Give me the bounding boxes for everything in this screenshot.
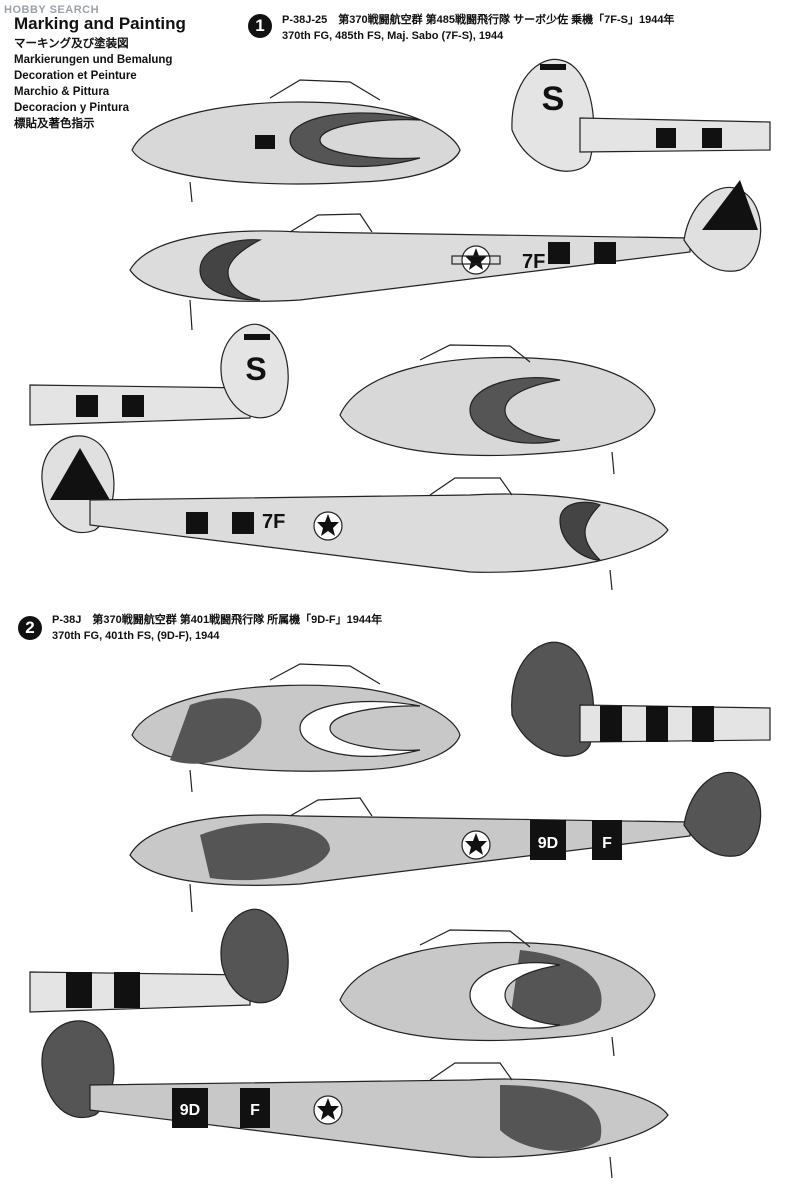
tail-code-s: S (542, 80, 565, 118)
scheme-1-side-view: 7F (129, 180, 762, 331)
scheme-1-side-right-view: 7F (41, 435, 669, 591)
scheme-2-tail-view (511, 641, 771, 757)
scheme-number-badge: 1 (248, 14, 272, 38)
legend-line: 標貼及著色指示 (14, 118, 95, 130)
scheme-1-title-jp: P-38J-25 第370戦闘航空群 第485戦闘飛行隊 サーボ少佐 乗機「7F… (282, 14, 675, 26)
scheme-2-side-view: 9D F (129, 771, 762, 913)
legend-title: Marking and Painting (14, 14, 186, 33)
scheme-2-header: P-38J 第370戦闘航空群 第401戦闘飛行隊 所属機「9D-F」1944年… (52, 612, 382, 644)
scheme-2-nose-right-view (339, 929, 656, 1057)
watermark: HOBBY SEARCH (4, 4, 100, 16)
fuselage-code-9d: 9D (538, 835, 558, 852)
fuselage-code-7f: 7F (262, 511, 285, 533)
fuselage-code-f: F (602, 835, 612, 852)
legend-line: Decoracion y Pintura (14, 102, 130, 114)
scheme-1-nose-view (131, 79, 461, 203)
scheme-2-side-right-view: 9D F (41, 1020, 669, 1179)
scheme-1-title-en: 370th FG, 485th FS, Maj. Sabo (7F-S), 19… (282, 30, 504, 42)
scheme-1-tail-left-view: S (29, 323, 289, 426)
fuselage-code-f: F (250, 1102, 260, 1119)
tail-code-s: S (245, 351, 266, 387)
scheme-1-nose-right-view (339, 344, 656, 475)
legend-line: Decoration et Peinture (14, 70, 137, 82)
legend-line: マーキング及び塗装図 (14, 38, 129, 50)
fuselage-code-7f: 7F (522, 251, 545, 273)
scheme-2-tail-left-view (29, 908, 289, 1013)
scheme-2-title-en: 370th FG, 401th FS, (9D-F), 1944 (52, 630, 220, 642)
scheme-1-tail-view: S (511, 58, 771, 172)
legend-line: Markierungen und Bemalung (14, 54, 173, 66)
legend-line: Marchio & Pittura (14, 86, 110, 98)
legend-block: Marking and Painting マーキング及び塗装図 Markieru… (14, 14, 234, 132)
scheme-2-nose-view (131, 663, 461, 793)
fuselage-code-9d: 9D (180, 1102, 200, 1119)
scheme-1-header: P-38J-25 第370戦闘航空群 第485戦闘飛行隊 サーボ少佐 乗機「7F… (282, 12, 674, 44)
scheme-2-title-jp: P-38J 第370戦闘航空群 第401戦闘飛行隊 所属機「9D-F」1944年 (52, 614, 383, 626)
scheme-number-badge: 2 (18, 616, 42, 640)
